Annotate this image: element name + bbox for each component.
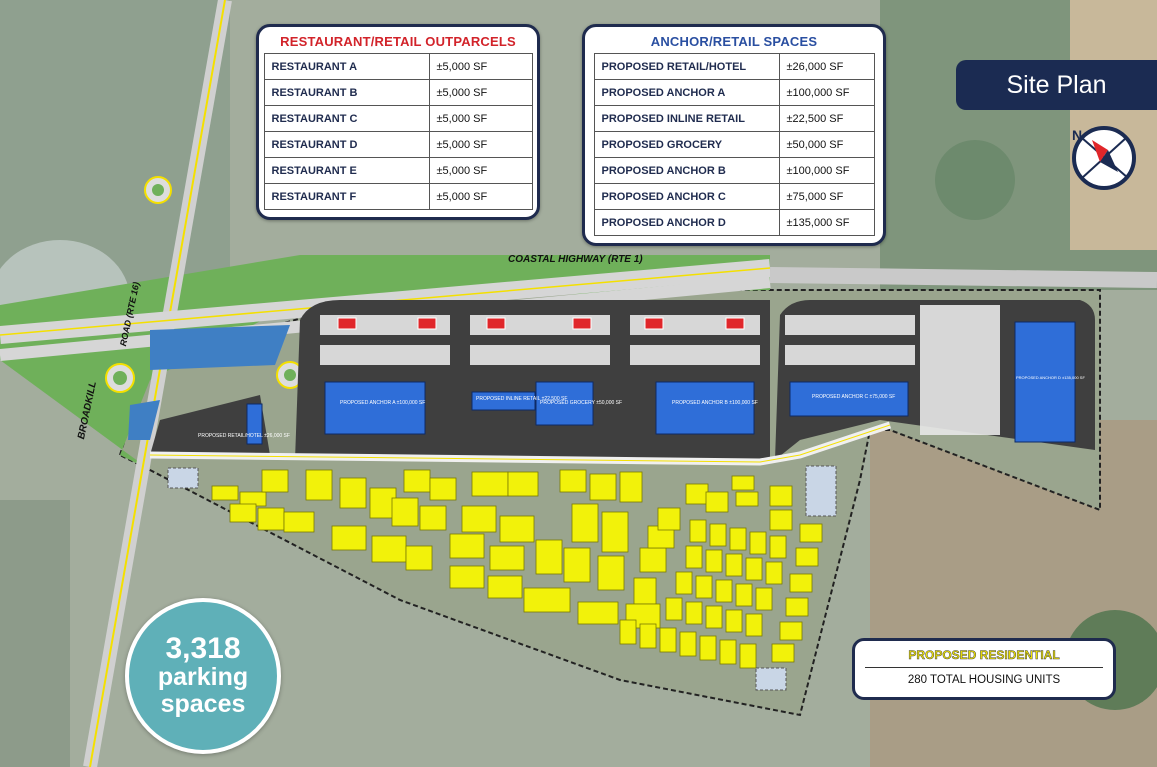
table-row: RESTAURANT F±5,000 SF <box>263 183 533 210</box>
divider <box>865 667 1103 668</box>
row-area: ±5,000 SF <box>428 105 533 132</box>
anchor-c-label: PROPOSED ANCHOR C ±75,000 SF <box>812 394 896 400</box>
anchor-b-label: PROPOSED ANCHOR B ±100,000 SF <box>672 400 758 406</box>
table-row: RESTAURANT E±5,000 SF <box>263 157 533 184</box>
row-area: ±5,000 SF <box>428 79 533 106</box>
inline-retail-label: PROPOSED INLINE RETAIL ±22,500 SF <box>476 396 568 402</box>
parking-count-badge: 3,318 parking spaces <box>125 598 281 754</box>
row-area: ±75,000 SF <box>778 183 875 210</box>
table-row: RESTAURANT A±5,000 SF <box>263 53 533 80</box>
parking-number: 3,318 <box>165 632 241 665</box>
table-row: PROPOSED ANCHOR D±135,000 SF <box>593 209 875 236</box>
outparcels-title: RESTAURANT/RETAIL OUTPARCELS <box>280 34 516 49</box>
parking-label-1: parking <box>157 663 249 691</box>
row-area: ±5,000 SF <box>428 183 533 210</box>
table-row: PROPOSED GROCERY±50,000 SF <box>593 131 875 158</box>
table-row: PROPOSED ANCHOR A±100,000 SF <box>593 79 875 106</box>
grocery-label: PROPOSED GROCERY ±50,000 SF <box>540 400 623 406</box>
table-row: PROPOSED RETAIL/HOTEL±26,000 SF <box>593 53 875 80</box>
row-area: ±50,000 SF <box>778 131 875 158</box>
row-name: RESTAURANT B <box>263 79 430 106</box>
row-name: RESTAURANT A <box>263 53 430 80</box>
anchor-d-label: PROPOSED ANCHOR D ±135,000 SF <box>1016 376 1085 381</box>
row-name: PROPOSED RETAIL/HOTEL <box>593 53 780 80</box>
row-area: ±135,000 SF <box>778 209 875 236</box>
row-name: PROPOSED ANCHOR D <box>593 209 780 236</box>
row-area: ±5,000 SF <box>428 53 533 80</box>
row-name: RESTAURANT F <box>263 183 430 210</box>
table-row: PROPOSED INLINE RETAIL±22,500 SF <box>593 105 875 132</box>
row-area: ±22,500 SF <box>778 105 875 132</box>
coastal-highway-label: COASTAL HIGHWAY (RTE 1) <box>508 254 643 265</box>
row-name: PROPOSED ANCHOR B <box>593 157 780 184</box>
site-plan-title: Site Plan <box>956 60 1157 110</box>
row-area: ±5,000 SF <box>428 157 533 184</box>
row-area: ±5,000 SF <box>428 131 533 158</box>
retail-hotel-label: PROPOSED RETAIL/HOTEL ±26,000 SF <box>198 433 290 439</box>
row-area: ±26,000 SF <box>778 53 875 80</box>
row-area: ±100,000 SF <box>778 79 875 106</box>
row-name: PROPOSED ANCHOR C <box>593 183 780 210</box>
residential-legend: PROPOSED RESIDENTIAL 280 TOTAL HOUSING U… <box>852 638 1116 700</box>
row-name: PROPOSED INLINE RETAIL <box>593 105 780 132</box>
row-name: RESTAURANT C <box>263 105 430 132</box>
table-row: PROPOSED ANCHOR B±100,000 SF <box>593 157 875 184</box>
anchor-a-label: PROPOSED ANCHOR A ±100,000 SF <box>340 400 426 406</box>
residential-units: 280 TOTAL HOUSING UNITS <box>907 674 1061 686</box>
table-row: RESTAURANT B±5,000 SF <box>263 79 533 106</box>
row-name: PROPOSED GROCERY <box>593 131 780 158</box>
parking-label-2: spaces <box>160 690 246 718</box>
anchor-table-panel: ANCHOR/RETAIL SPACES PROPOSED RETAIL/HOT… <box>582 24 886 246</box>
table-row: PROPOSED ANCHOR C±75,000 SF <box>593 183 875 210</box>
residential-title: PROPOSED RESIDENTIAL <box>893 648 1075 662</box>
row-name: RESTAURANT E <box>263 157 430 184</box>
anchor-title: ANCHOR/RETAIL SPACES <box>650 34 818 49</box>
row-name: RESTAURANT D <box>263 131 430 158</box>
table-row: RESTAURANT D±5,000 SF <box>263 131 533 158</box>
outparcels-table-panel: RESTAURANT/RETAIL OUTPARCELS RESTAURANT … <box>256 24 540 220</box>
row-area: ±100,000 SF <box>778 157 875 184</box>
row-name: PROPOSED ANCHOR A <box>593 79 780 106</box>
north-arrow-icon: N <box>1072 126 1136 190</box>
table-row: RESTAURANT C±5,000 SF <box>263 105 533 132</box>
svg-text:N: N <box>1072 127 1082 143</box>
